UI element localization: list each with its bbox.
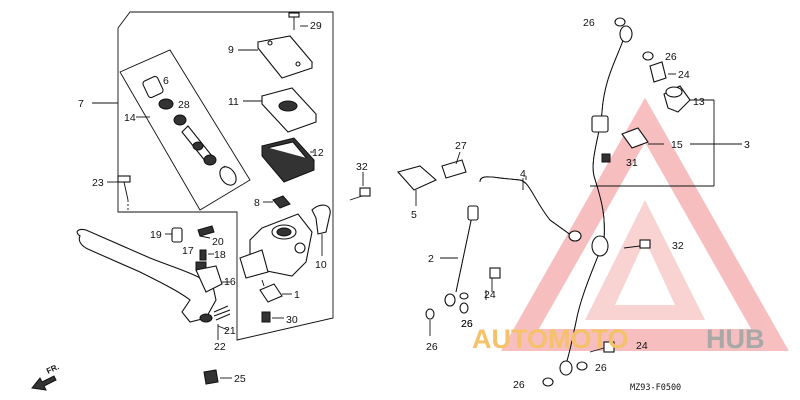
part-label-l26f: 26 bbox=[513, 379, 525, 391]
bolt-24-upper bbox=[649, 61, 676, 83]
part-label-l5: 5 bbox=[411, 209, 417, 221]
part-label-l2: 2 bbox=[428, 253, 434, 265]
washer-26-a bbox=[425, 308, 435, 336]
part-label-l16: 16 bbox=[224, 276, 236, 288]
part-label-l4: 4 bbox=[520, 168, 526, 180]
part-label-l26c: 26 bbox=[583, 17, 595, 29]
watermark-text: AUTOMOTO HUB bbox=[472, 324, 765, 354]
screw-29 bbox=[288, 12, 308, 30]
part-label-l26b: 26 bbox=[461, 318, 473, 330]
part-label-l14: 14 bbox=[124, 112, 136, 124]
part-label-l27: 27 bbox=[455, 140, 467, 152]
bolt-24-left bbox=[485, 267, 501, 300]
clamp-5 bbox=[396, 165, 438, 206]
part-label-l10: 10 bbox=[315, 259, 327, 271]
holder-10 bbox=[311, 204, 331, 256]
part-label-l6: 6 bbox=[163, 75, 169, 87]
part-label-l32a: 32 bbox=[356, 161, 368, 173]
washer-26-e bbox=[576, 361, 588, 371]
part-label-l1: 1 bbox=[294, 289, 300, 301]
part-label-l22: 22 bbox=[214, 341, 226, 353]
watermark-logo bbox=[501, 97, 789, 351]
part-label-l24a: 24 bbox=[484, 289, 496, 301]
part-label-l26a: 26 bbox=[426, 341, 438, 353]
part-label-l28: 28 bbox=[178, 99, 190, 111]
subassembly-frame-14 bbox=[119, 49, 251, 211]
part-label-l26d: 26 bbox=[665, 51, 677, 63]
part-label-l31: 31 bbox=[626, 157, 638, 169]
master-cylinder-body bbox=[239, 213, 313, 279]
part-label-l30: 30 bbox=[286, 314, 298, 326]
part-label-l7: 7 bbox=[78, 98, 84, 110]
part-label-l19: 19 bbox=[150, 229, 162, 241]
part-label-l20: 20 bbox=[212, 236, 224, 248]
part-label-l29: 29 bbox=[310, 20, 322, 32]
part-label-l8: 8 bbox=[254, 197, 260, 209]
diaphragm-12 bbox=[261, 137, 315, 183]
screw-30 bbox=[261, 311, 284, 323]
piston-set-14 bbox=[142, 75, 237, 186]
boot-13 bbox=[590, 85, 715, 187]
bolt-24-lower bbox=[589, 341, 615, 353]
part-label-l17: 17 bbox=[182, 245, 194, 257]
front-direction-arrow bbox=[31, 375, 57, 391]
part-label-l24c: 24 bbox=[636, 340, 648, 352]
part-label-l26e: 26 bbox=[595, 362, 607, 374]
part-label-l15: 15 bbox=[671, 139, 683, 151]
clip-8 bbox=[263, 195, 291, 209]
part-label-l32b: 32 bbox=[672, 240, 684, 252]
washer-26-f bbox=[542, 377, 554, 387]
part-label-l9: 9 bbox=[228, 44, 234, 56]
clamp-27 bbox=[441, 151, 467, 179]
switch-1 bbox=[259, 279, 292, 303]
part-label-l25: 25 bbox=[234, 373, 246, 385]
part-label-l12: 12 bbox=[312, 147, 324, 159]
pivot-bolt-23 bbox=[107, 175, 131, 210]
reservoir-cap-9 bbox=[238, 35, 313, 79]
brake-hose-3 bbox=[591, 25, 633, 257]
part-label-l23: 23 bbox=[92, 177, 104, 189]
direction-label: FR. bbox=[45, 362, 60, 376]
part-label-l18: 18 bbox=[214, 249, 226, 261]
brake-pipe-4 bbox=[479, 176, 582, 242]
part-label-l13: 13 bbox=[693, 96, 705, 108]
part-label-l26g: 26 bbox=[461, 318, 473, 330]
part-label-l11: 11 bbox=[228, 96, 239, 108]
watermark-word-b: HUB bbox=[706, 324, 765, 354]
cap-25 bbox=[203, 369, 232, 385]
part-label-l24b: 24 bbox=[678, 69, 690, 81]
bolt-31 bbox=[601, 153, 611, 163]
washer-26-d bbox=[642, 51, 654, 61]
watermark-word-a: AUTOMOTO bbox=[472, 324, 629, 354]
washer-26-c bbox=[614, 17, 626, 27]
bolt-32-upper bbox=[349, 172, 371, 201]
diaphragm-plate-11 bbox=[243, 87, 317, 133]
part-label-l3: 3 bbox=[744, 139, 750, 151]
bolt-32-lower bbox=[623, 239, 651, 249]
brake-lever bbox=[76, 228, 231, 340]
diagram-code: MZ93-F0500 bbox=[630, 383, 681, 393]
brake-hose-lower bbox=[559, 255, 599, 376]
part-label-l21: 21 bbox=[224, 325, 236, 337]
brake-hose-2 bbox=[440, 205, 479, 307]
pivot-parts-17-20 bbox=[165, 225, 215, 271]
assembly-frame bbox=[117, 11, 334, 341]
washer-26-b bbox=[459, 302, 469, 314]
